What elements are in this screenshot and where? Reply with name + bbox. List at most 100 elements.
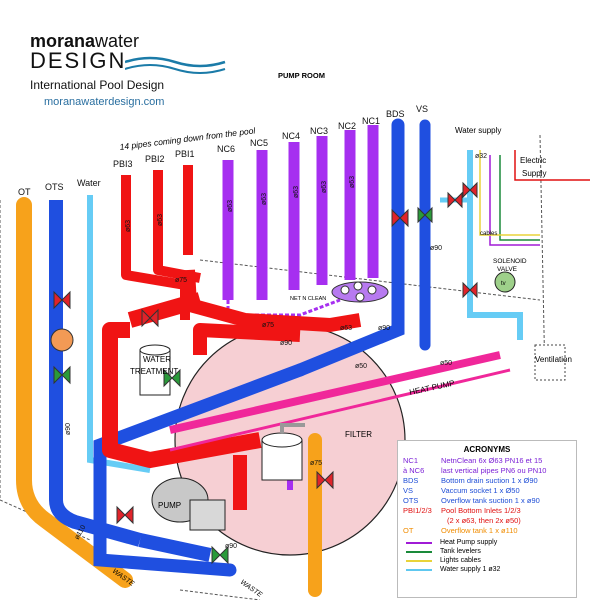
acronym-code: OT xyxy=(403,526,414,535)
label-supply: Supply xyxy=(522,169,546,178)
legend-label: Water supply 1 ø32 xyxy=(440,566,501,573)
label-ventilation: Ventilation xyxy=(535,355,572,364)
acronym-desc: last vertical pipes PN6 ou PN10 xyxy=(441,466,547,475)
acronym-code: PBI1/2/3 xyxy=(403,506,432,515)
ventilation-box xyxy=(534,344,566,381)
label-waste-right: WASTE xyxy=(239,579,264,599)
dim-63-d: ø63 xyxy=(261,193,268,205)
logo-brand-bold: morana xyxy=(30,31,96,51)
legend-label: Heat Pump supply xyxy=(440,539,498,546)
acronym-code: à NC6 xyxy=(403,466,425,475)
label-nc4: NC4 xyxy=(282,131,300,141)
label-water-treatment-1: WATER xyxy=(143,355,171,364)
ots-inspection xyxy=(50,328,74,352)
dim-50-a: ø50 xyxy=(440,360,452,367)
label-valve-tag: tv xyxy=(501,281,506,287)
dim-75-c: ø75 xyxy=(310,460,322,467)
label-electric: Electric xyxy=(520,156,546,165)
dim-90-e: ø90 xyxy=(225,543,237,550)
dim-63-f: ø63 xyxy=(321,181,328,193)
acronym-code: BDS xyxy=(403,476,419,485)
label-solenoid: SOLENOID xyxy=(493,258,527,265)
logo-waves-icon xyxy=(125,56,226,74)
netnclean-distributor xyxy=(331,281,389,303)
legend-row: Tank levelers xyxy=(398,547,576,556)
legend-swatch xyxy=(406,550,432,553)
acronyms-rows: NC1 NetnClean 6x Ø63 PN16 et 15 à NC6 last … xyxy=(398,456,576,536)
acronym-row: OTS Overflow tank suction 1 x ø90 xyxy=(398,496,576,506)
logo-website[interactable]: moranawaterdesign.com xyxy=(44,96,165,108)
acronyms-heading: ACRONYMS xyxy=(463,445,511,454)
dim-63-h: ø63 xyxy=(340,325,352,332)
acronym-row: NC1 NetnClean 6x Ø63 PN16 et 15 xyxy=(398,456,576,466)
pbi-pipes xyxy=(102,165,362,510)
acronym-desc: Overflow tank suction 1 x ø90 xyxy=(441,496,540,505)
dim-90-c: ø90 xyxy=(430,245,442,252)
acronym-desc: (2 x ø63, then 2x ø50) xyxy=(447,516,521,525)
label-filter: FILTER xyxy=(345,430,372,439)
legend-label: Tank levelers xyxy=(440,548,481,555)
label-water-treatment-2: TREATMENT xyxy=(130,367,178,376)
label-pump: PUMP xyxy=(158,501,181,510)
legend-swatch xyxy=(406,559,432,562)
dim-90-b: ø90 xyxy=(378,325,390,332)
acronym-code: NC1 xyxy=(403,456,419,465)
label-pbi3: PBI3 xyxy=(113,159,133,169)
logo: moranawater DESIGN International Pool De… xyxy=(30,32,230,108)
acronym-row: OT Overflow tank 1 x ø110 xyxy=(398,526,576,536)
label-nc2: NC2 xyxy=(338,121,356,131)
label-water-supply: Water supply xyxy=(455,126,501,135)
label-nc1: NC1 xyxy=(362,116,380,126)
dim-32: ø32 xyxy=(475,153,487,160)
dim-63-g: ø63 xyxy=(349,176,356,188)
label-water: Water xyxy=(77,178,101,188)
logo-design: DESIGN xyxy=(30,48,127,73)
acronym-desc: NetnClean 6x Ø63 PN16 et 15 xyxy=(441,456,543,465)
dim-90-d: ø90 xyxy=(65,423,72,435)
logo-subtitle: International Pool Design xyxy=(30,78,165,92)
label-nc6: NC6 xyxy=(217,144,235,154)
label-nc3: NC3 xyxy=(310,126,328,136)
acronym-code: OTS xyxy=(403,496,419,505)
dim-63-b: ø63 xyxy=(157,214,164,226)
dim-90-a: ø90 xyxy=(280,340,292,347)
valves xyxy=(53,181,478,565)
ot-pipe xyxy=(15,197,322,597)
acronym-row: BDS Bottom drain suction 1 x Ø90 xyxy=(398,476,576,486)
label-pbi2: PBI2 xyxy=(145,154,165,164)
solenoid-valve xyxy=(494,271,516,293)
dim-75-a: ø75 xyxy=(175,277,187,284)
acronym-desc: Overflow tank 1 x ø110 xyxy=(441,526,518,535)
acronym-row: à NC6 last vertical pipes PN6 ou PN10 xyxy=(398,466,576,476)
dim-50-b: ø50 xyxy=(355,363,367,370)
acronym-row: (2 x ø63, then 2x ø50) xyxy=(398,516,576,526)
nc-pipes xyxy=(222,125,379,490)
dim-75-b: ø75 xyxy=(262,322,274,329)
label-vs: VS xyxy=(416,104,428,114)
acronym-desc: Bottom drain suction 1 x Ø90 xyxy=(441,476,538,485)
label-pbi1: PBI1 xyxy=(175,149,195,159)
acronym-code: VS xyxy=(403,486,414,495)
legend-label: Lights cables xyxy=(440,557,481,564)
dim-63-c: ø63 xyxy=(227,200,234,212)
label-heat-pump: HEAT PUMP xyxy=(409,379,456,397)
pump-unit xyxy=(151,477,226,531)
label-cables: cables xyxy=(480,231,497,237)
bds-vs-pipes xyxy=(93,118,431,577)
filter-cylinder xyxy=(261,423,305,481)
label-ot: OT xyxy=(18,187,31,197)
electric-wires xyxy=(479,150,590,246)
label-nc5: NC5 xyxy=(250,138,268,148)
page-title: PUMP ROOM xyxy=(278,71,325,80)
pipes-annotation: 14 pipes coming down from the pool xyxy=(119,125,257,152)
logo-brand-light: water xyxy=(95,31,140,51)
legend-row: Lights cables xyxy=(398,556,576,565)
dim-63-e: ø63 xyxy=(293,186,300,198)
legend-row: Heat Pump supply xyxy=(398,538,576,547)
